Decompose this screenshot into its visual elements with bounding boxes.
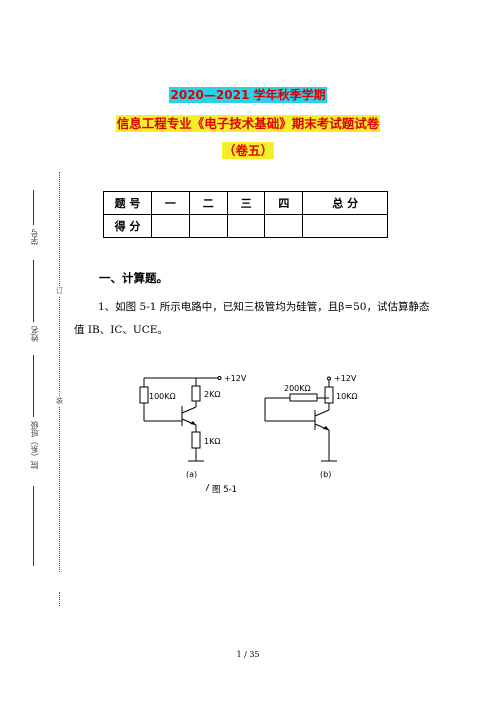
margin-line bbox=[33, 260, 34, 322]
binding-dotted-line bbox=[59, 592, 60, 606]
score-table-score-row: 得 分 bbox=[103, 214, 388, 238]
score-cell: 总 分 bbox=[302, 191, 388, 215]
margin-line bbox=[33, 355, 34, 417]
score-cell: 二 bbox=[188, 191, 228, 215]
name-label: 姓名 bbox=[30, 326, 39, 342]
subfigure-label-a: (a) bbox=[186, 470, 197, 479]
supply-label-a: +12V bbox=[224, 374, 247, 383]
resistor-label: 100KΩ bbox=[149, 392, 176, 401]
score-input-cell[interactable] bbox=[302, 214, 388, 238]
score-table: 题 号 一 二 三 四 总 分 得 分 bbox=[103, 191, 388, 238]
binding-mark: 订 bbox=[56, 286, 63, 296]
binding-mark: 装 bbox=[56, 396, 63, 406]
section-heading: 一、计算题。 bbox=[99, 271, 168, 285]
dept-class-label: 院（系）班级 bbox=[30, 421, 39, 469]
score-cell: 四 bbox=[264, 191, 304, 215]
supply-label-b: +12V bbox=[334, 374, 357, 383]
subfigure-label-b: (b) bbox=[320, 470, 331, 479]
question-1: 1、如图 5-1 所示电路中，已知三极管均为硅管，且β=50，试估算静态值 IB… bbox=[74, 301, 430, 336]
student-id-label: 学号 bbox=[30, 229, 39, 245]
score-input-cell[interactable] bbox=[188, 214, 228, 238]
exam-course-title: 信息工程专业《电子技术基础》期末考试题试卷 bbox=[115, 115, 381, 132]
figure-caption: 图 5-1 bbox=[212, 485, 237, 495]
exam-paper-number: （卷五） bbox=[221, 142, 274, 159]
resistor-label: 200KΩ bbox=[284, 384, 311, 393]
page-number: 1 / 35 bbox=[236, 650, 260, 659]
score-cell: 得 分 bbox=[103, 214, 152, 238]
score-input-cell[interactable] bbox=[151, 214, 190, 238]
margin-line bbox=[33, 190, 34, 225]
score-input-cell[interactable] bbox=[226, 214, 266, 238]
resistor-label: 2KΩ bbox=[204, 390, 220, 399]
resistor-label: 10KΩ bbox=[336, 392, 358, 401]
score-table-header-row: 题 号 一 二 三 四 总 分 bbox=[103, 191, 388, 215]
score-cell: 题 号 bbox=[103, 191, 152, 215]
exam-year-title: 2020—2021 学年秋季学期 bbox=[168, 87, 328, 103]
binding-dotted-line bbox=[59, 172, 60, 572]
score-cell: 一 bbox=[151, 191, 190, 215]
resistor-label: 1KΩ bbox=[204, 437, 220, 446]
score-cell: 三 bbox=[226, 191, 266, 215]
circuit-figure: +12V 100KΩ 2KΩ 1KΩ (a) +12V 200KΩ 10KΩ (… bbox=[139, 374, 358, 495]
margin-line bbox=[33, 486, 34, 566]
score-input-cell[interactable] bbox=[264, 214, 304, 238]
